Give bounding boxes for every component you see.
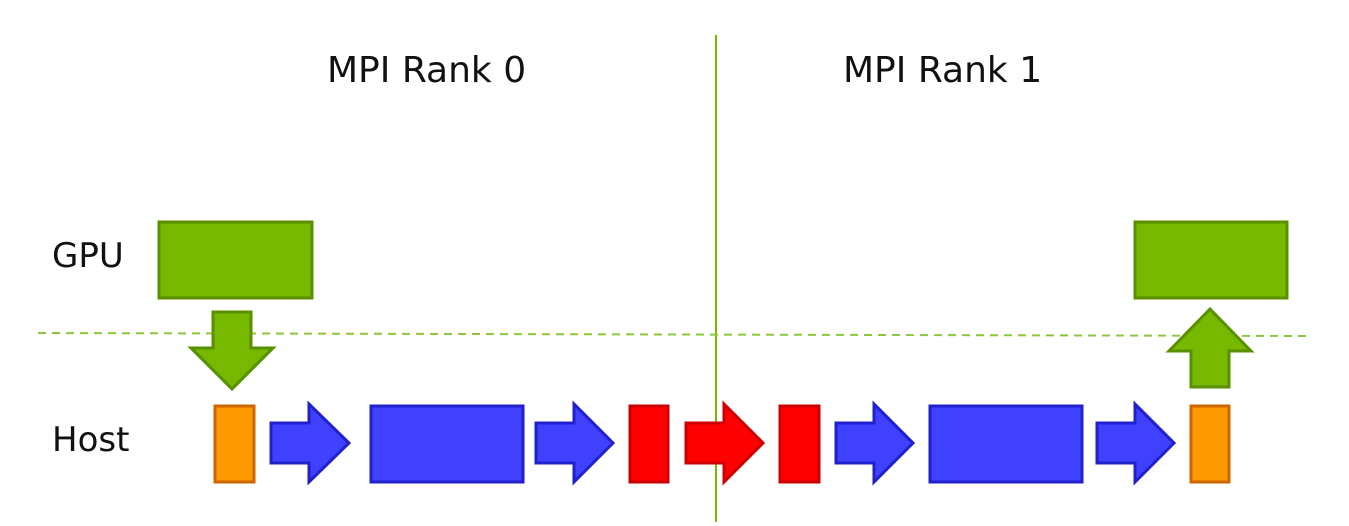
rank0-staging-buffer <box>213 404 256 484</box>
rank1-staging-buffer <box>1189 404 1231 484</box>
rank1-gpu-buffer <box>1133 220 1289 300</box>
rank0-copy-arrow-2 <box>534 400 616 486</box>
host-row-label: Host <box>52 420 130 460</box>
gpu-row-label: GPU <box>52 236 124 276</box>
rank1-host-buffer <box>928 404 1084 484</box>
rank1-host-to-device-arrow <box>1165 306 1255 389</box>
rank1-title: MPI Rank 1 <box>843 50 1043 91</box>
rank0-gpu-buffer <box>157 220 314 300</box>
rank1-copy-arrow-1 <box>834 400 916 486</box>
rank0-copy-arrow-1 <box>269 400 352 486</box>
rank0-network-buffer <box>628 404 670 484</box>
network-transfer-arrow <box>684 400 766 486</box>
rank0-title: MPI Rank 0 <box>327 50 527 91</box>
rank1-network-buffer <box>778 404 821 484</box>
rank0-host-buffer <box>369 404 525 484</box>
rank1-copy-arrow-2 <box>1095 400 1177 486</box>
rank0-device-to-host-arrow <box>187 310 277 392</box>
